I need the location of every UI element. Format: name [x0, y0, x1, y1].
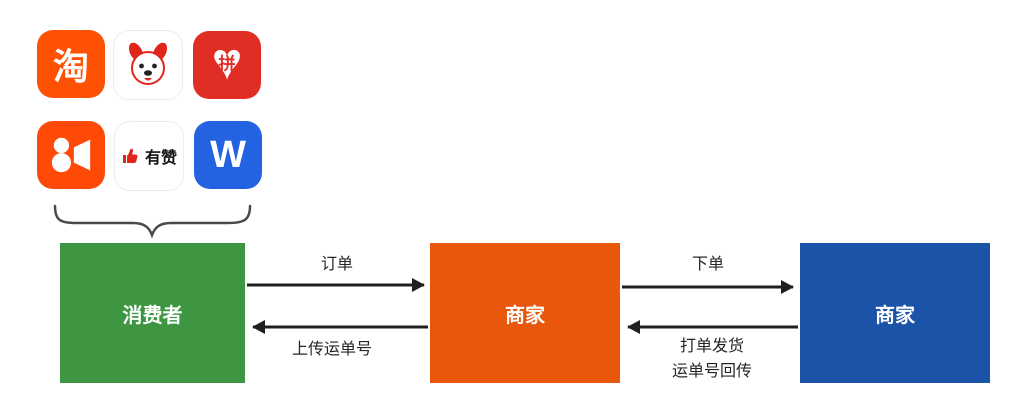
edge-label-ship-return: 打单发货 运单号回传 — [632, 334, 792, 384]
edge-label-upload-tracking: 上传运单号 — [291, 341, 372, 358]
node-merchant-label: 商家 — [505, 304, 545, 327]
node-consumer: 消费者 — [60, 243, 245, 383]
edge-label-place-order: 下单 — [691, 256, 724, 273]
edge-label-ship-line1: 打单发货 — [679, 338, 744, 355]
jd-dog-icon — [128, 42, 168, 85]
kuaishou-app-icon — [37, 121, 105, 189]
underbrace — [53, 204, 252, 239]
node-consumer-label: 消费者 — [122, 304, 183, 327]
weidian-app-icon: W — [194, 121, 262, 189]
jd-app-icon — [113, 30, 183, 100]
pinduoduo-heart-icon: ♥ — [211, 33, 243, 91]
node-supplier: 商家 — [800, 243, 990, 383]
youzan-glyph: 有赞 — [144, 150, 177, 167]
node-merchant: 商家 — [430, 243, 620, 383]
kuaishou-camera-icon — [51, 137, 91, 173]
node-supplier-label: 商家 — [875, 304, 915, 327]
edge-label-order: 订单 — [320, 256, 353, 273]
youzan-app-icon: 有赞 — [114, 121, 184, 191]
taobao-app-icon: 淘 — [37, 30, 105, 98]
youzan-thumb-icon — [122, 148, 138, 163]
edge-label-ship-line2: 运单号回传 — [671, 363, 752, 380]
weidian-glyph: W — [210, 133, 246, 176]
taobao-glyph: 淘 — [52, 46, 89, 87]
pinduoduo-app-icon: ♥ 拼 — [193, 31, 261, 99]
pinduoduo-glyph: 拼 — [218, 54, 236, 74]
